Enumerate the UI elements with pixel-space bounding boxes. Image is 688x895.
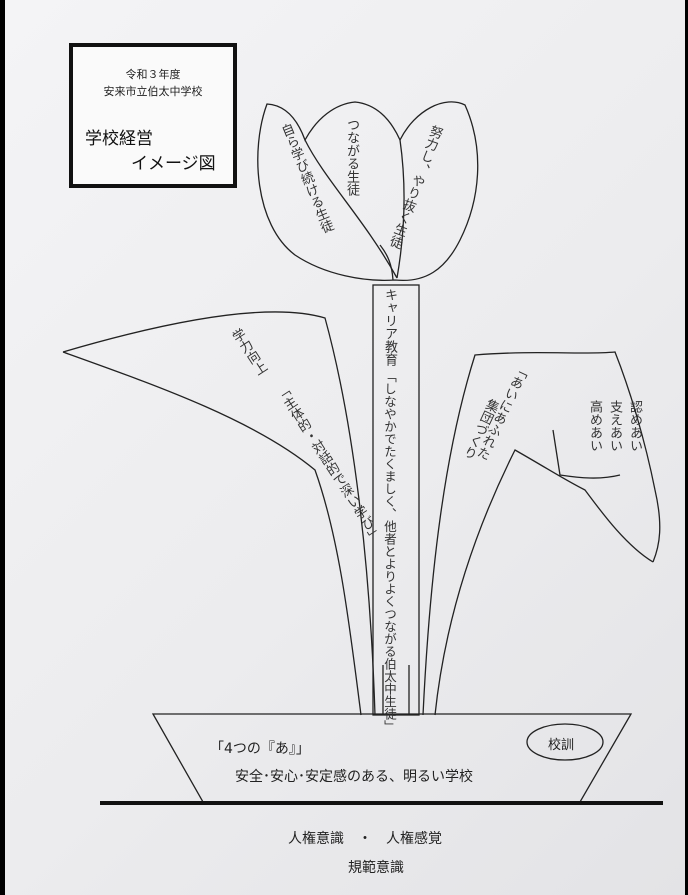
motto-label: 校訓 (548, 738, 575, 753)
left-leaf-outline (62, 311, 376, 716)
title-year: 令和３年度 (125, 68, 181, 81)
stem-outline (372, 284, 420, 716)
title-main-line1: 学校経営 (85, 129, 153, 149)
stem-heading: キャリア教育 (382, 288, 397, 366)
document-page: 令和３年度 安来市立伯太中学校 学校経営 イメージ図 自ら学び続ける生徒 つなが… (5, 0, 685, 895)
right-leaf-word-1: 認めあい (627, 400, 642, 452)
title-main-line2: イメージ図 (131, 154, 216, 174)
petal-label-center: つながる生徒 (344, 118, 359, 196)
right-leaf-word-2: 支えあい (607, 400, 622, 452)
right-leaf-word-3: 高めあい (587, 400, 602, 452)
right-leaf-inner (434, 449, 654, 716)
title-school: 安来市立伯太中学校 (103, 85, 203, 98)
stem-text: 「しなやかでたくましく、他者とよりよくつながる伯太中生徒」 (382, 370, 397, 733)
flower-outline (257, 101, 479, 282)
pot-line1: 「4つの『あ』」 (210, 741, 310, 757)
pot-line2: 安全･安心･安定感のある、明るい学校 (235, 769, 473, 785)
left-leaf-inner (62, 351, 362, 716)
footer-line1: 人権意識 ・ 人権感覚 (288, 831, 442, 847)
tulip-diagram (62, 101, 663, 805)
title-box: 令和３年度 安来市立伯太中学校 学校経営 イメージ図 (69, 43, 237, 188)
petal-line-right (396, 139, 405, 279)
petal-inner-line (379, 244, 394, 281)
motto-oval (526, 723, 604, 761)
petal-line-left (304, 139, 398, 279)
right-leaf-branch (552, 429, 621, 479)
footer-line2: 規範意識 (348, 860, 404, 876)
right-leaf-outline (422, 351, 661, 716)
